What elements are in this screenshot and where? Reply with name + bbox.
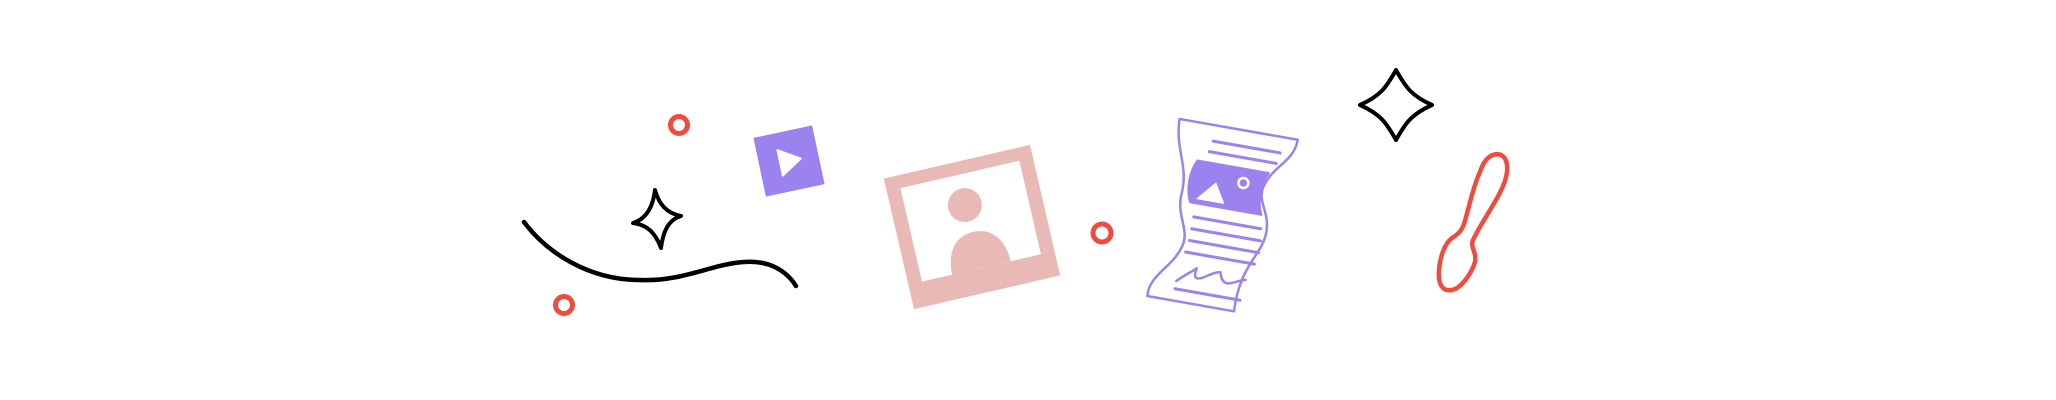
sparkle-icon (631, 188, 683, 250)
document-icon (1146, 117, 1299, 313)
photo-frame-icon (883, 144, 1061, 310)
star-icon (1358, 68, 1434, 142)
dot-icon (553, 294, 575, 316)
paint-stroke-icon (1436, 151, 1510, 293)
dot-icon (1090, 221, 1114, 245)
wavy-line-icon (521, 219, 799, 289)
dot-icon (668, 114, 690, 136)
play-button-icon (753, 125, 825, 197)
